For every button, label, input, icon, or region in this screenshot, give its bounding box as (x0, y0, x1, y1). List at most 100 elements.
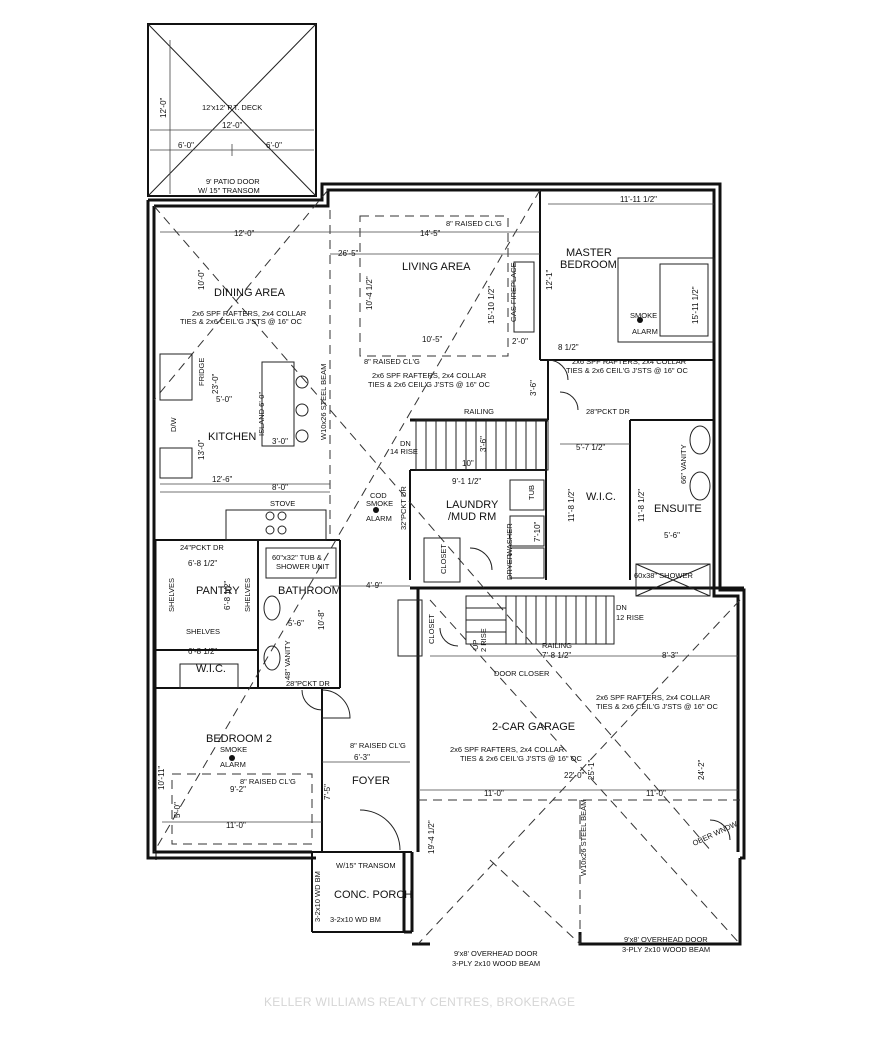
note-wd-bm-left: 3-2x10 WD BM (313, 871, 322, 922)
note-14-rise: 14 RISE (390, 447, 418, 456)
interior-walls (154, 190, 744, 933)
room-wic-master: W.I.C. (586, 491, 616, 503)
dim-bed2-height-2: 5'-0" (173, 802, 182, 818)
dim-master-height-2: 15'-11 1/2" (691, 286, 700, 324)
dim-kitchen-23: 23'-0" (211, 373, 220, 394)
dim-kitchen-height: 13'-0" (197, 439, 206, 460)
dim-dining-width: 12'-0" (234, 229, 255, 238)
note-dn-lower: DN (616, 603, 627, 612)
dim-master-2: 2'-0" (512, 337, 528, 346)
note-closet-foyer: CLOSET (427, 614, 436, 644)
dim-master-3-6: 3'-6" (529, 380, 538, 396)
note-ties-garage-a: TIES & 2x6 CEIL'G J'STS @ 16" OC (596, 702, 719, 711)
dim-living-width: 14'-5" (420, 229, 441, 238)
note-48-vanity: 48" VANITY (283, 640, 292, 680)
room-laundry-line1: LAUNDRY (446, 499, 499, 511)
annotations: 8" RAISED CL'G 8" RAISED CL'G GAS FIREPL… (167, 219, 739, 968)
dim-overall-26: 26'-5" (338, 249, 359, 258)
note-shelves-right: SHELVES (243, 578, 252, 612)
dim-bath-height: 10'-8" (317, 609, 326, 630)
dim-living-height-2: 15'-10 1/2" (487, 286, 496, 324)
roof-lines (153, 189, 741, 945)
note-steel-beam: W10x26 STEEL BEAM (319, 364, 328, 440)
room-master-line1: MASTER (566, 247, 612, 259)
note-door-closer: DOOR CLOSER (494, 669, 550, 678)
note-overhead-door-1: 9'x8' OVERHEAD DOOR (454, 949, 538, 958)
room-ensuite: ENSUITE (654, 503, 702, 515)
note-closet-laundry: CLOSET (439, 544, 448, 574)
note-stove: STOVE (270, 499, 295, 508)
note-alarm-bed2: ALARM (220, 760, 246, 769)
note-28-pckt-dr-b: 28"PCKT DR (286, 679, 330, 688)
dim-laundry-width: 9'-1 1/2" (452, 477, 481, 486)
dim-stair-3-6: 3'-6" (479, 436, 488, 452)
note-shelves-left: SHELVES (167, 578, 176, 612)
note-dn-upper: DN (400, 439, 411, 448)
dim-living-height: 10'-4 1/2" (365, 276, 374, 310)
deck-dim-width: 12'-0" (222, 121, 243, 130)
note-12-rise: 12 RISE (616, 613, 644, 622)
dim-wic2-width: 6'-8 1/2" (188, 647, 217, 656)
deck-dim-height: 12'-0" (159, 97, 168, 118)
dim-bed2-width-2: 9'-2" (230, 785, 246, 794)
dim-kitchen-8: 8'-0" (272, 483, 288, 492)
note-steel-beam-garage: W10x26 STEEL BEAM (579, 800, 588, 876)
dim-stair-10: 10" (462, 459, 474, 468)
note-gas-fireplace: GAS FIREPLACE (509, 262, 518, 322)
dim-wic-height: 11'-8 1/2" (567, 489, 576, 522)
note-railing-bottom: RAILING (542, 641, 572, 650)
dim-ensuite-height: 11'-8 1/2" (637, 489, 646, 522)
dim-hall-4-9: 4'-9" (366, 581, 382, 590)
room-porch: CONC. PORCH (334, 889, 412, 901)
dimension-lines (160, 203, 738, 823)
dim-garage-22: 22'-0" (564, 771, 585, 780)
note-raised-clg-living-bottom: 8" RAISED CL'G (364, 357, 420, 366)
note-raised-clg-bed2: 8" RAISED CL'G (240, 777, 296, 786)
note-32-pckt-dr: 32"PCKT DR (399, 486, 408, 530)
note-fridge: FRIDGE (197, 358, 206, 386)
dim-bed2-width: 11'-0" (226, 821, 246, 830)
note-co-1: COD (370, 491, 387, 500)
alarm-markers (229, 317, 643, 761)
room-kitchen: KITCHEN (208, 431, 256, 443)
room-master-line2: BEDROOM (560, 259, 617, 271)
note-shelves-bottom: SHELVES (186, 627, 220, 636)
note-tub-shower-2: SHOWER UNIT (276, 562, 330, 571)
note-28-pckt-dr: 28"PCKT DR (586, 407, 630, 416)
stairs-lower (465, 595, 615, 645)
deck-dim-left: 6'-0" (178, 141, 194, 150)
note-tub-shower-1: 60"x32" TUB & (272, 553, 322, 562)
note-24-pckt-dr: 24"PCKT DR (180, 543, 224, 552)
doors (301, 359, 731, 851)
note-2-rise: 2 RISE (479, 628, 488, 652)
note-ober-window: OBER WNDW (691, 819, 739, 848)
note-dryer: DRYER (505, 553, 514, 580)
dim-foyer-height: 7'-5" (323, 784, 332, 800)
dim-kitchen-5: 5'-0" (216, 395, 232, 404)
patio-door-transom: W/ 15" TRANSOM (198, 186, 260, 195)
note-ties-dining: TIES & 2x6 CEIL'G J'STS @ 16" OC (180, 317, 303, 326)
stairs-upper (415, 419, 549, 471)
dim-kitchen-3: 3'-0" (272, 437, 288, 446)
note-66-vanity: 66" VANITY (679, 444, 688, 484)
dim-garage-19: 19'-4 1/2" (427, 820, 436, 854)
dim-bed2-height: 10'-11" (157, 766, 166, 790)
note-raised-clg-living: 8" RAISED CL'G (446, 219, 502, 228)
note-smoke-bed2: SMOKE (220, 745, 247, 754)
note-wd-bm-bottom: 3-2x10 WD BM (330, 915, 381, 924)
dim-wic-width: 5'-7 1/2" (576, 443, 605, 452)
room-labels: LIVING AREA MASTER BEDROOM DINING AREA K… (196, 247, 702, 901)
room-bedroom-2: BEDROOM 2 (206, 733, 272, 745)
dim-dining-height: 10'-0" (197, 269, 206, 290)
smoke-alarm-master-icon (637, 317, 643, 323)
note-ties-master: TIES & 2x6 CEIL'G J'STS @ 16" OC (566, 366, 689, 375)
note-railing-top: RAILING (464, 407, 494, 416)
dim-foyer-width: 6'-3" (354, 753, 370, 762)
room-bathroom: BATHROOM (278, 585, 341, 597)
dim-garage-height: 24'-2" (697, 759, 706, 780)
room-wic-bed2: W.I.C. (196, 663, 226, 675)
deck-label: 12'x12' P.T. DECK (202, 103, 262, 112)
smoke-alarm-bedroom2-icon (229, 755, 235, 761)
dim-rail-width: 7'-8 1/2" (542, 651, 571, 660)
